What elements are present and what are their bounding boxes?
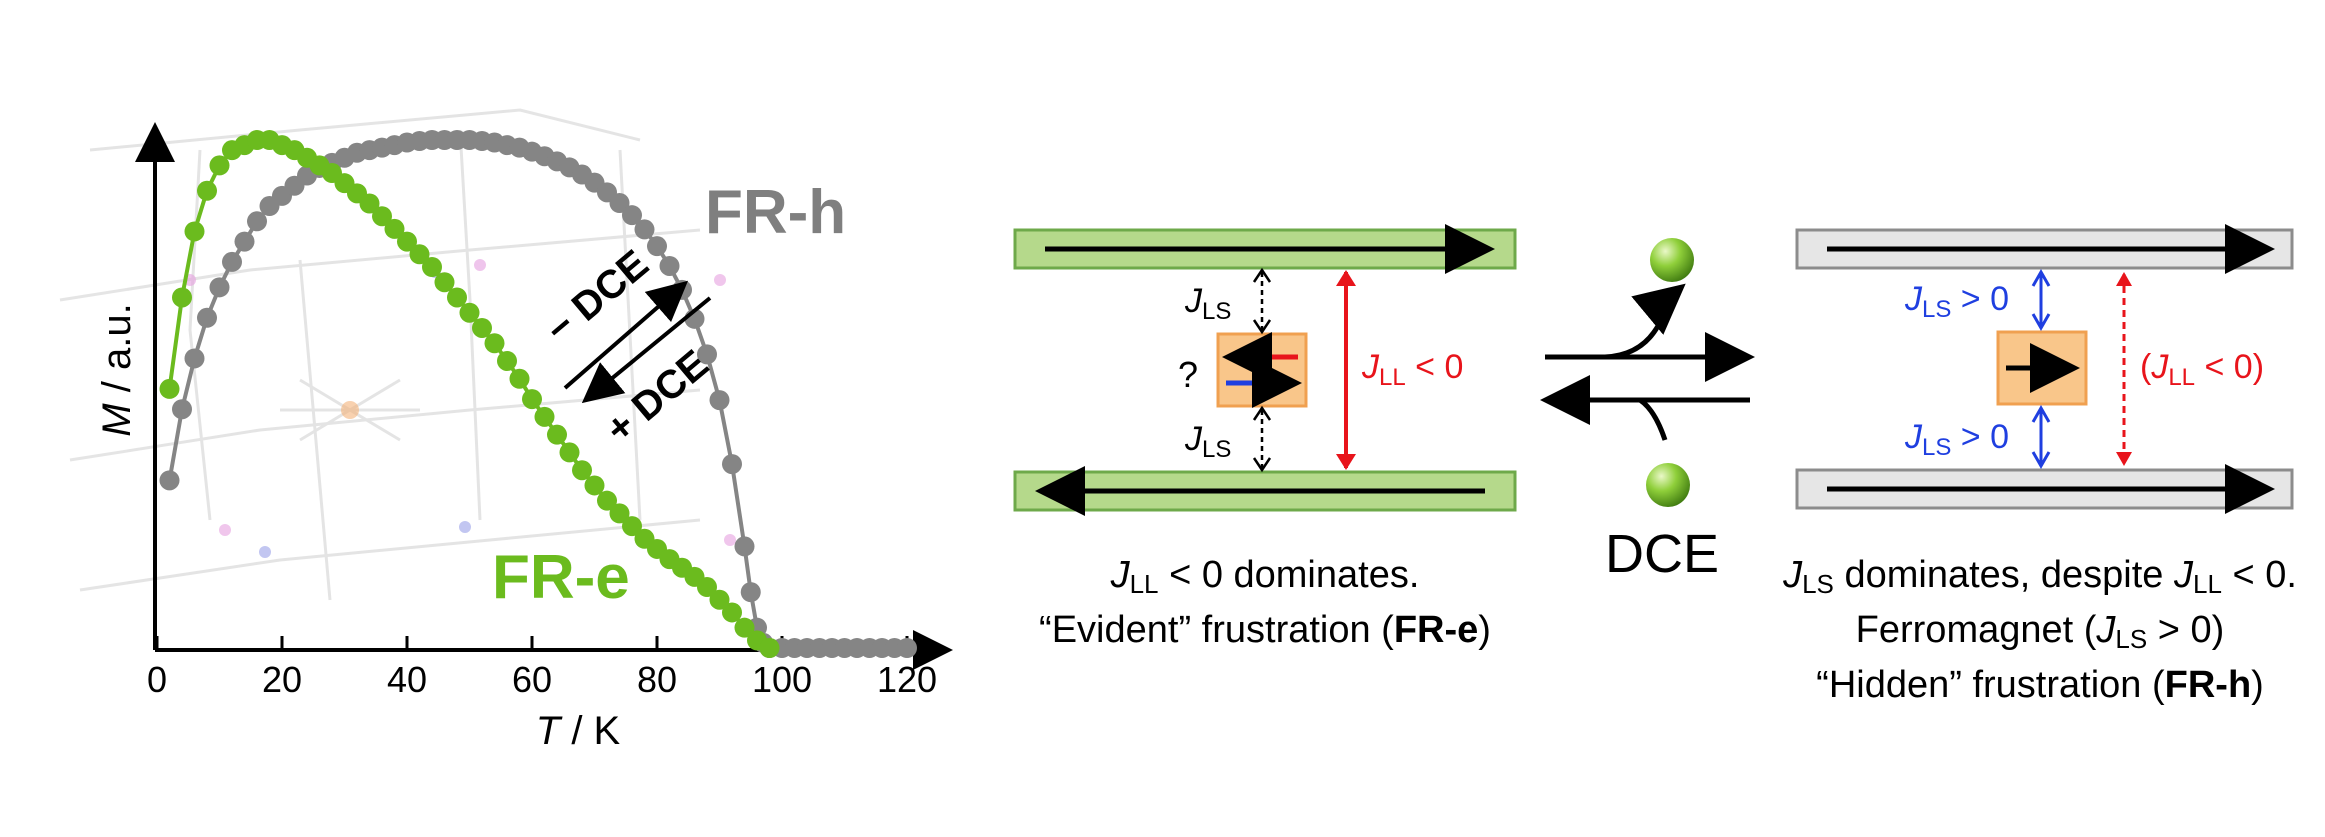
j-ls-positive-bottom-label: JLS > 0 [1904,418,2009,461]
data-point [209,277,230,298]
caption-fr-h: JLS dominates, despite JLL < 0. Ferromag… [1760,552,2320,708]
data-point [222,251,242,272]
data-point [897,638,917,658]
j-ll-label: JLL < 0 [1361,348,1463,391]
dce-molecule-entering-icon [1646,463,1690,507]
x-tick-label: 40 [387,659,427,700]
data-point [184,221,205,242]
data-point [434,272,455,293]
caption-fr-h-line3: “Hidden” frustration (FR-h) [1816,664,2264,706]
data-point [609,192,630,213]
data-point [534,406,555,427]
data-point [647,236,667,257]
x-tick-label: 0 [147,659,167,700]
question-mark: ? [1178,354,1198,395]
x-tick-label: 20 [262,659,302,700]
j-ls-top-label: JLS [1184,282,1231,325]
x-tick-label: 60 [512,659,552,700]
data-point [722,602,742,623]
data-point [197,180,217,201]
data-point [447,287,467,308]
dce-label: DCE [1605,524,1719,584]
data-point [547,424,567,445]
data-point [234,231,255,252]
spacer-box [1216,332,1308,408]
data-point [634,219,655,240]
data-point [622,205,642,226]
reaction-arrows [1540,283,1755,441]
data-point [159,378,180,399]
fr-e-scheme: ? JLS JLS JLL < 0 [1013,224,1517,516]
data-point [497,350,517,371]
data-point [409,244,430,265]
plot-area [159,130,917,658]
data-point [734,536,755,557]
data-point [459,302,480,323]
data-point [359,193,380,214]
y-axis-label: M / a.u. [95,303,139,436]
data-point [184,348,205,369]
data-point [209,155,230,176]
data-point [572,460,592,481]
dce-molecule-leaving-icon [1650,238,1694,282]
data-point [397,231,417,252]
data-point [722,454,742,475]
data-point [734,617,755,638]
data-point [740,582,761,603]
fr-h-scheme: JLS > 0 JLS > 0 (JLL < 0) [1795,224,2294,514]
data-point [559,442,580,463]
caption-fr-h-line2: Ferromagnet (JLS > 0) [1855,609,2225,654]
caption-fr-e-line1: JLL < 0 dominates. [1110,554,1420,599]
x-tick-label: 120 [877,659,937,700]
series-label-fr-e: FR-e [492,543,630,612]
data-point [384,218,405,239]
data-point [659,255,680,276]
data-point [622,516,642,537]
data-point [484,333,505,354]
minus-dce-label: − DCE [538,242,657,352]
data-point [709,589,730,610]
data-point [172,399,192,420]
caption-fr-e: JLL < 0 dominates. “Evident” frustration… [1005,552,1525,653]
caption-fr-h-line1: JLS dominates, despite JLL < 0. [1783,554,2297,599]
j-ls-positive-top-label: JLS > 0 [1904,280,2009,323]
series-fr-e [159,130,780,658]
data-point [709,390,730,411]
series-label-fr-h: FR-h [705,178,846,247]
dce-arrows [563,280,712,404]
data-point [522,389,542,410]
x-tick-label: 80 [637,659,677,700]
data-point [597,490,617,511]
data-point [759,638,780,658]
data-point [159,470,180,491]
j-ls-bottom-label: JLS [1184,420,1231,463]
data-point [697,344,717,365]
data-point [509,368,530,389]
x-ticks: 0 20 40 60 80 100 120 [147,636,937,700]
caption-fr-e-line2: “Evident” frustration (FR-e) [1039,609,1491,651]
x-axis-label: T / K [536,709,621,753]
data-point [172,287,192,308]
data-point [422,257,442,277]
data-point [584,475,605,496]
data-point [697,577,717,598]
data-point [609,503,630,524]
data-point [372,206,392,227]
x-tick-label: 100 [752,659,812,700]
data-point [247,211,267,232]
data-point [472,317,492,338]
data-point [197,307,217,328]
j-ll-parenthetical-label: (JLL < 0) [2140,348,2264,391]
